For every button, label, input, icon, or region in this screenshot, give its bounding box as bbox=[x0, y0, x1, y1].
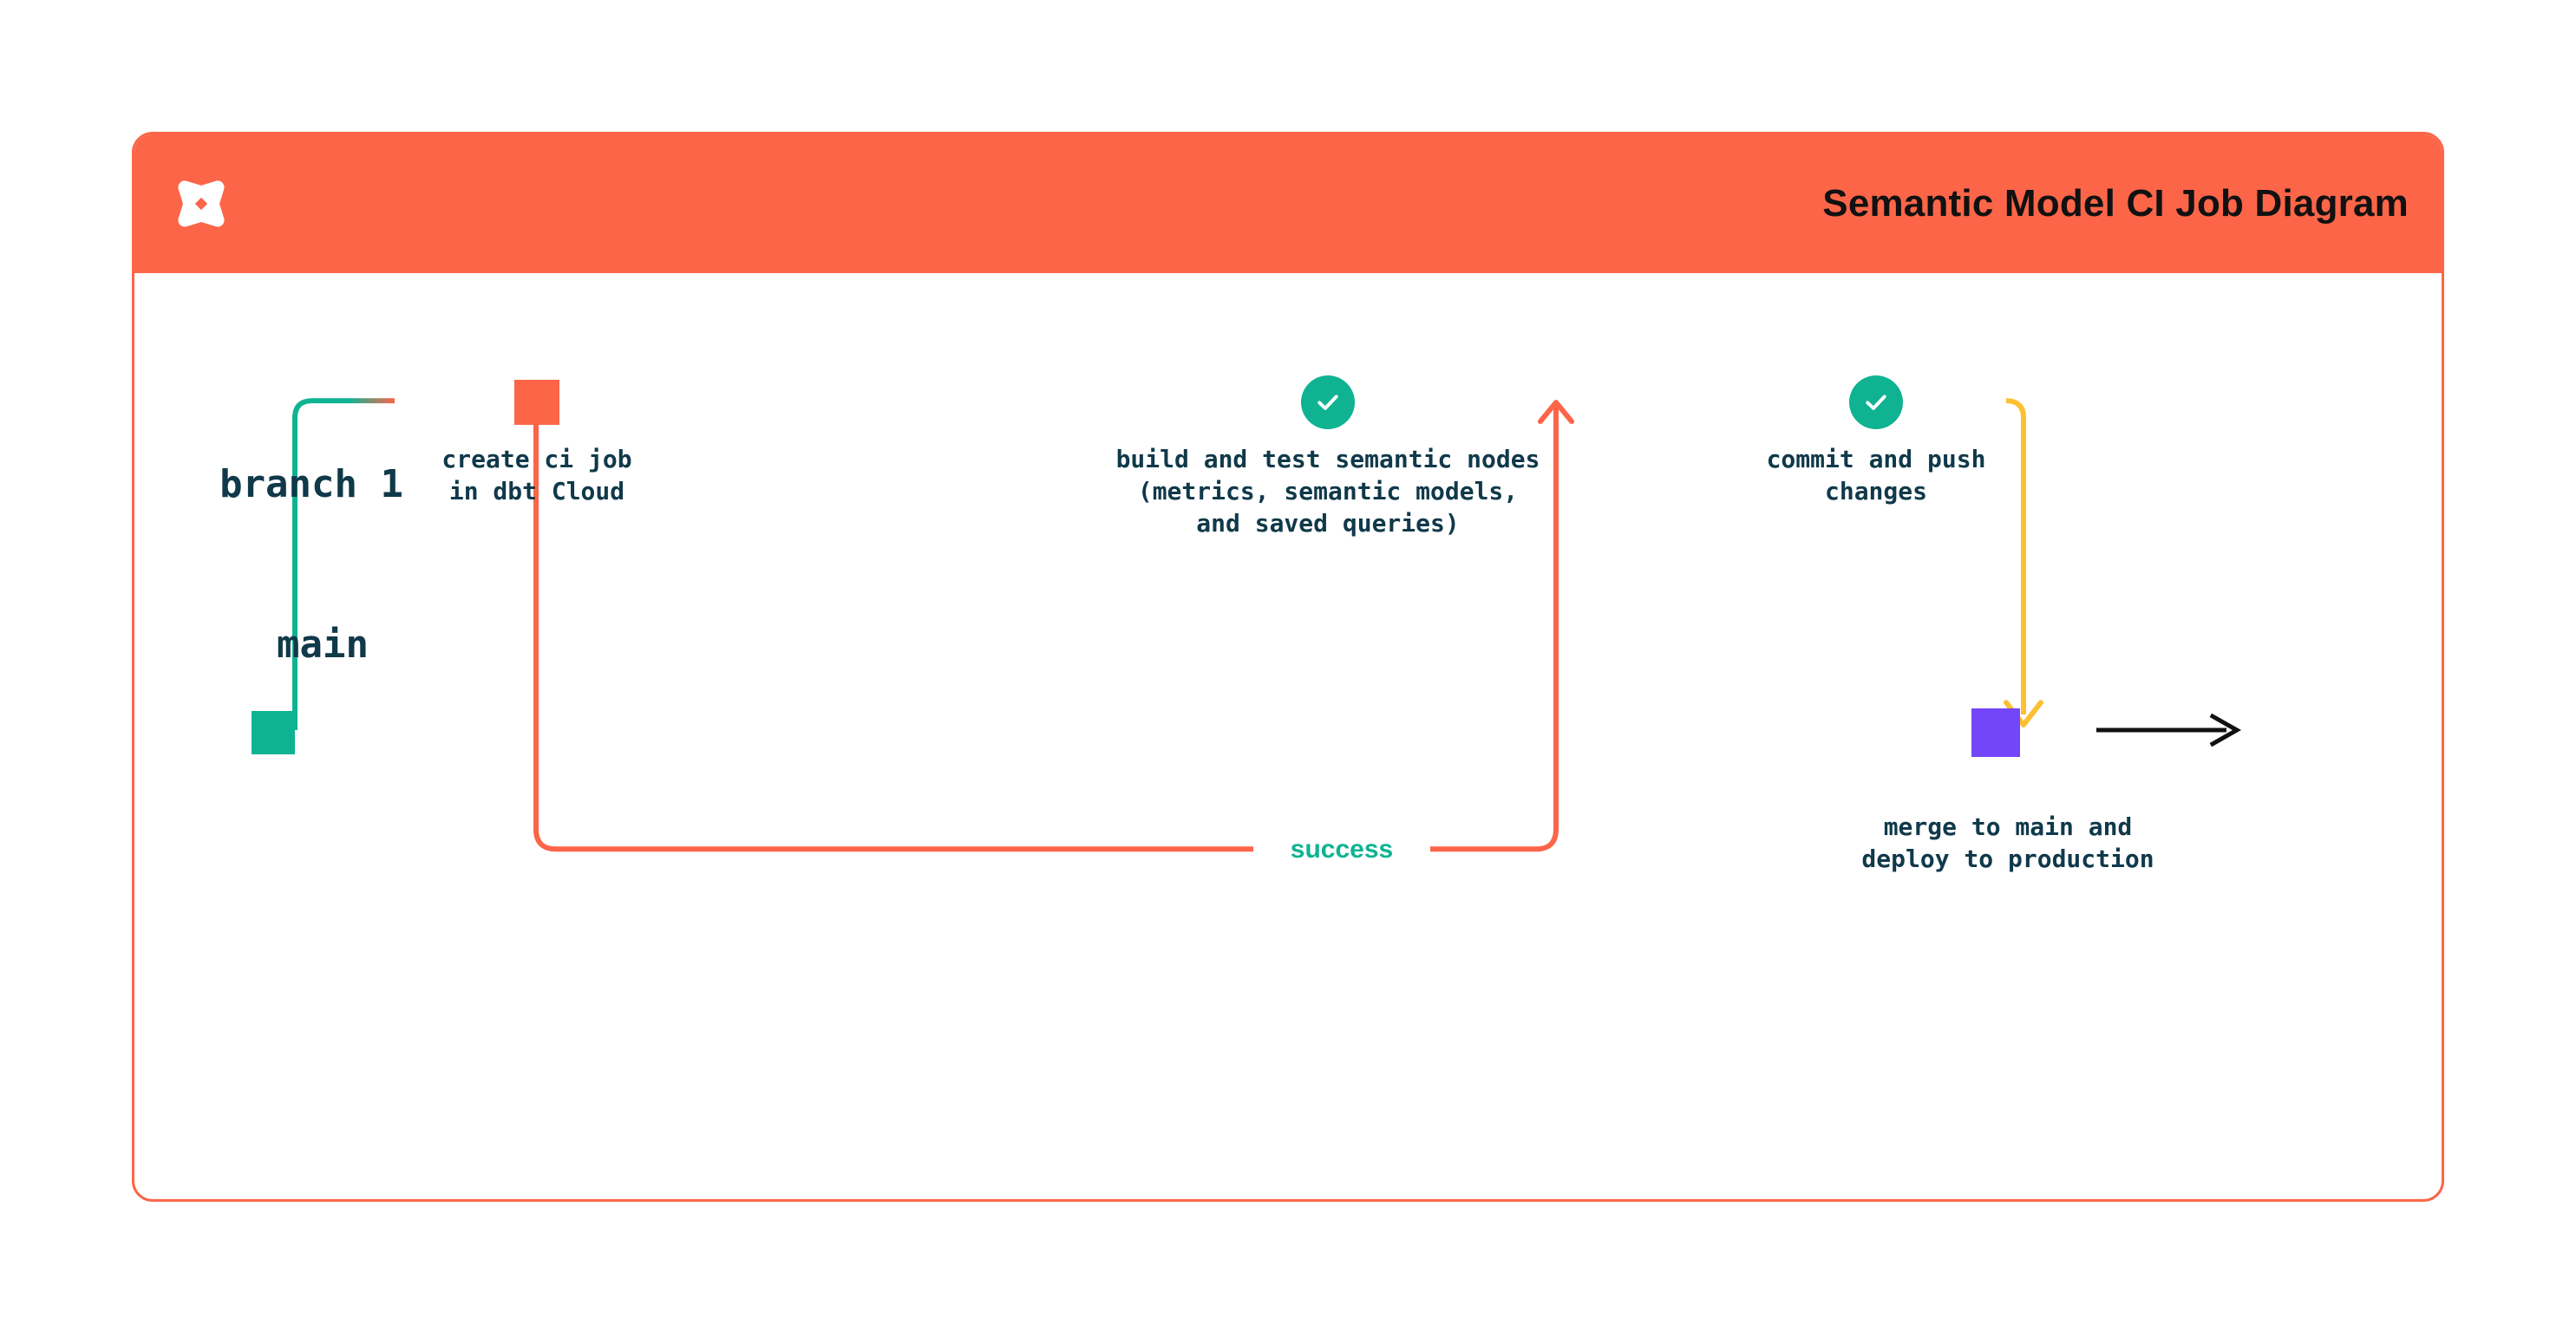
merge-down-line bbox=[2005, 398, 2026, 715]
check-circle-icon-commit-and-push[interactable] bbox=[1849, 375, 1903, 429]
success-loop-right bbox=[1405, 404, 1559, 852]
node-label-create-ci-job: create ci job in dbt Cloud bbox=[441, 445, 632, 506]
diagram-card: Semantic Model CI Job Diagram bbox=[132, 132, 2444, 1202]
diagram-lines bbox=[278, 398, 2242, 852]
commit-marker-merge-to-main[interactable] bbox=[1971, 708, 2020, 757]
commit-marker-create-ci-job[interactable] bbox=[514, 380, 559, 425]
node-label-merge-to-main: merge to main and deploy to production bbox=[1861, 812, 2154, 874]
edge-label-success: success bbox=[1253, 835, 1430, 864]
lane-label-branch-1: branch 1 bbox=[219, 462, 403, 506]
branch-off-line bbox=[292, 398, 395, 731]
success-loop-left bbox=[533, 404, 1262, 852]
success-loop-arrowhead-icon bbox=[1538, 400, 1574, 425]
commit-marker-main-start[interactable] bbox=[252, 711, 295, 754]
page-title: Semantic Model CI Job Diagram bbox=[1822, 182, 2409, 225]
dbt-x-logo-icon bbox=[167, 170, 235, 238]
card-header: Semantic Model CI Job Diagram bbox=[134, 134, 2442, 273]
main-continues-arrowhead-icon bbox=[2209, 713, 2242, 747]
node-label-build-and-test: build and test semantic nodes (metrics, … bbox=[1115, 445, 1540, 538]
diagram-canvas: branch 1 main create ci job in dbt Cloud… bbox=[134, 273, 2442, 1199]
node-label-commit-and-push: commit and push changes bbox=[1766, 445, 1986, 506]
check-circle-icon-build-and-test[interactable] bbox=[1301, 375, 1355, 429]
lane-label-main: main bbox=[277, 623, 369, 667]
